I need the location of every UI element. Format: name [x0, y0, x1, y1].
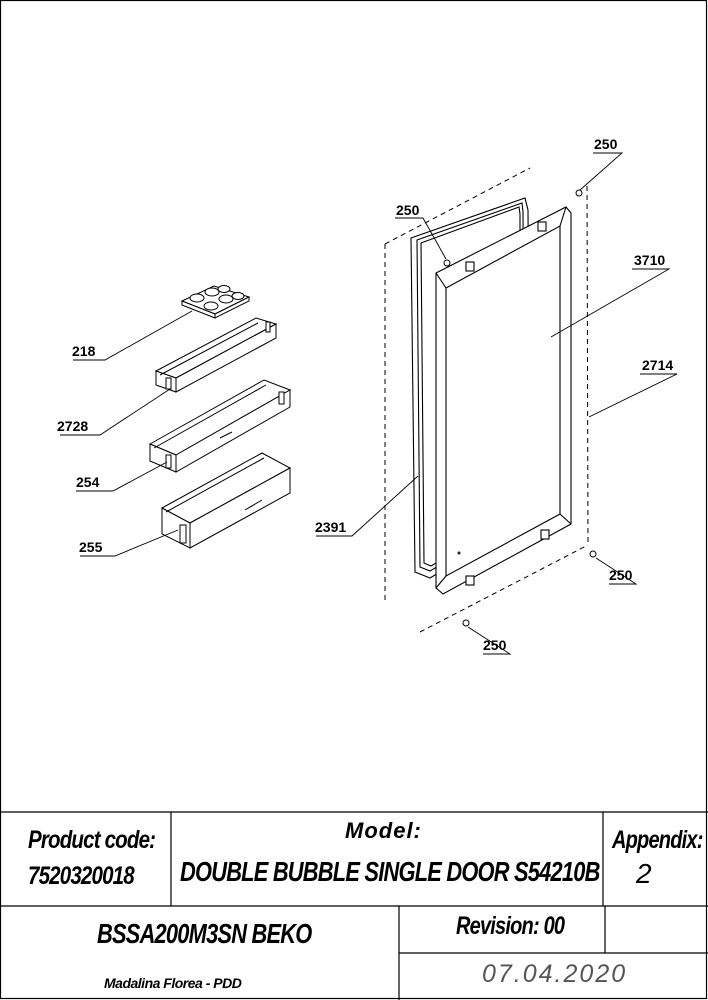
- leader-lines: [60, 152, 678, 655]
- title-block-grid: [0, 811, 708, 1000]
- brand-model: BSSA200M3SN BEKO: [97, 918, 312, 949]
- author-name: Madalina Florea - PDD: [104, 975, 242, 991]
- callout-250-bottom-right: 250: [609, 567, 633, 583]
- callout-2714: 2714: [642, 357, 673, 373]
- callout-255: 255: [79, 539, 103, 555]
- model-label: Model:: [345, 818, 422, 843]
- callout-2391: 2391: [315, 519, 346, 535]
- callout-254: 254: [76, 474, 100, 490]
- appendix-label: Appendix:: [612, 826, 703, 854]
- callout-labels: 218 2728 254 255 2391 250 250 3710 2714 …: [57, 136, 673, 653]
- callout-250-bottom: 250: [483, 637, 507, 653]
- callout-218: 218: [72, 343, 96, 359]
- callout-3710: 3710: [634, 252, 665, 268]
- product-code-value: 7520320018: [28, 862, 135, 890]
- medium-door-shelf-part: [148, 379, 292, 473]
- callout-250-top-right: 250: [594, 136, 618, 152]
- hinge-bushing-parts: [443, 189, 597, 627]
- model-name: DOUBLE BUBBLE SINGLE DOOR S54210B: [180, 856, 600, 887]
- appendix-number: 2: [636, 858, 652, 889]
- revision-date: 07.04.2020: [482, 960, 628, 988]
- large-door-shelf-part: [160, 452, 292, 549]
- small-door-shelf-part: [154, 317, 278, 393]
- revision-label: Revision: 00: [456, 912, 565, 940]
- callout-2728: 2728: [57, 418, 88, 434]
- door-panel-part: [435, 206, 572, 595]
- egg-tray-part: [180, 285, 251, 319]
- callout-250-door-top: 250: [396, 202, 420, 218]
- product-code-label: Product code:: [28, 826, 156, 854]
- assembly-outline: [384, 167, 589, 633]
